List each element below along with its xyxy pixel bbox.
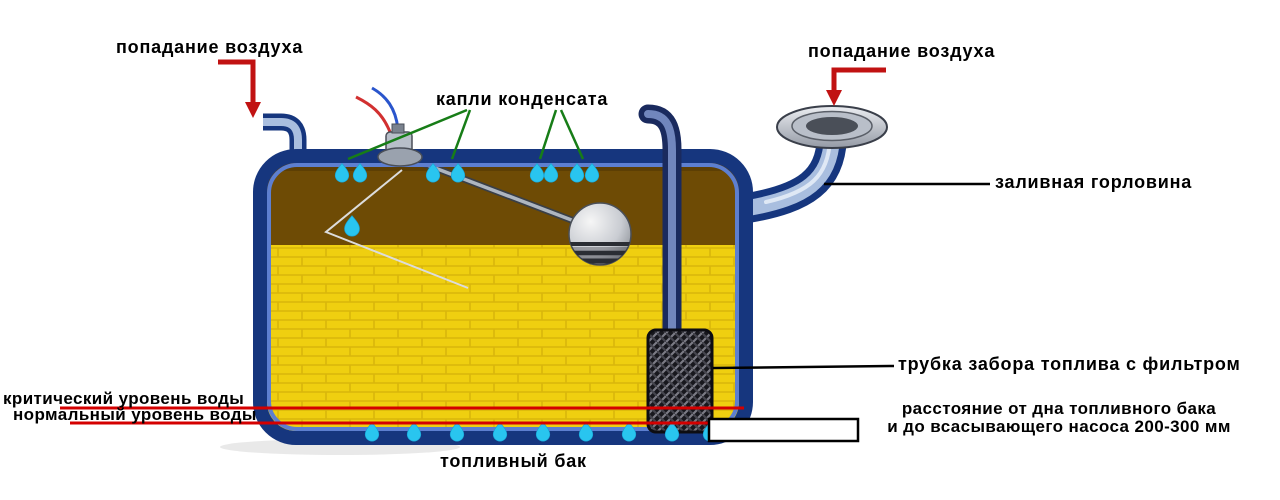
label-condensate-drops: капли конденсата bbox=[436, 89, 609, 109]
air-arrow-right bbox=[826, 67, 886, 106]
distance-bracket bbox=[707, 417, 860, 443]
label-filler-neck: заливная горловина bbox=[995, 172, 1193, 192]
float-arm bbox=[412, 156, 584, 228]
air-arrow-left bbox=[218, 59, 261, 118]
fuel-filter bbox=[646, 328, 714, 434]
pickup-pipe bbox=[638, 104, 682, 346]
sender-wire-red bbox=[355, 95, 392, 133]
label-distance-line1: расстояние от дна топливного бака bbox=[901, 399, 1217, 418]
condensate-pointer-lines bbox=[347, 108, 585, 161]
fuel-sender bbox=[355, 86, 423, 167]
label-distance: расстояние от дна топливного бака и до в… bbox=[854, 400, 1264, 436]
label-pickup-tube: трубка забора топлива с фильтром bbox=[898, 354, 1241, 374]
sender-wedge-lines bbox=[324, 169, 469, 289]
label-distance-line2: и до всасывающего насоса 200-300 мм bbox=[887, 417, 1231, 436]
label-normal-water-level: нормальный уровень воды bbox=[13, 405, 257, 424]
label-fuel-tank: топливный бак bbox=[440, 451, 587, 471]
vent-pipe bbox=[263, 113, 307, 168]
filler-neck-pipe bbox=[733, 123, 847, 223]
label-air-ingress-right: попадание воздуха bbox=[808, 41, 996, 61]
float-ball bbox=[568, 202, 632, 266]
filler-neck-flange bbox=[776, 105, 888, 149]
label-air-ingress-left: попадание воздуха bbox=[116, 37, 304, 57]
label-critical-water-level: критический уровень воды bbox=[3, 389, 245, 408]
pickup-leader-line bbox=[712, 364, 895, 370]
